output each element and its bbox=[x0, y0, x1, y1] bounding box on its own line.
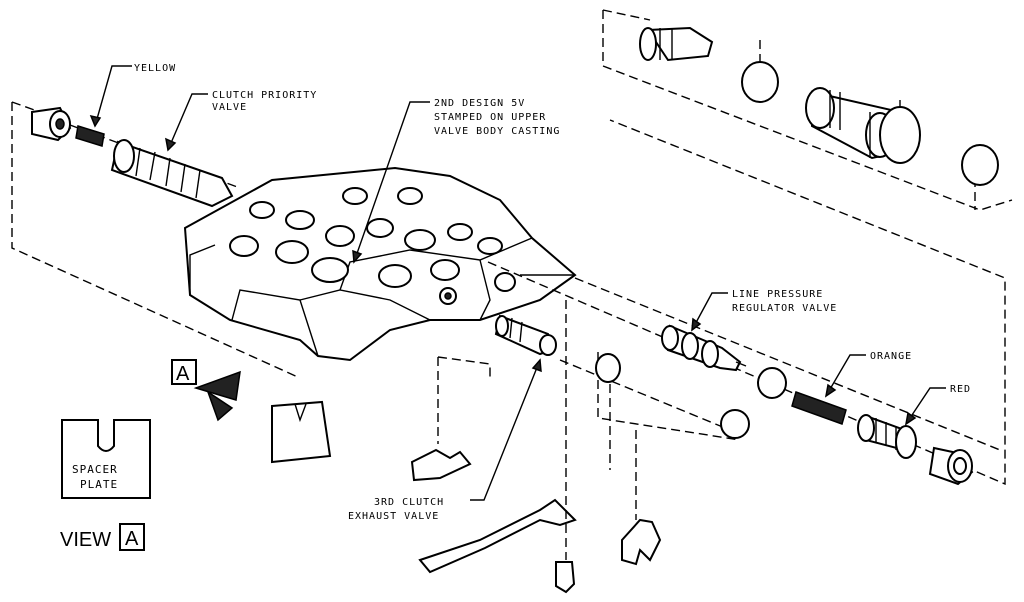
view-label: VIEW bbox=[60, 529, 111, 551]
check-ball-plug bbox=[555, 561, 576, 594]
right-end-plug bbox=[928, 446, 974, 486]
label-clutch-priority-2: VALVE bbox=[212, 102, 247, 113]
retainer-clip-2 bbox=[621, 518, 662, 566]
yellow-spring bbox=[75, 125, 105, 147]
label-design-3: VALVE BODY CASTING bbox=[434, 126, 560, 137]
line-pressure-regulator-valve bbox=[661, 324, 747, 372]
orange-spring bbox=[791, 391, 847, 425]
upper-valve-body-casting bbox=[183, 166, 577, 362]
exhaust-valve-ring bbox=[720, 409, 750, 439]
label-line-pressure-2: REGULATOR VALVE bbox=[732, 303, 837, 314]
upper-ring-1 bbox=[741, 61, 779, 103]
view-a-spacer-cutout bbox=[271, 400, 332, 464]
arrow-view-letter: A bbox=[176, 363, 190, 385]
clutch-priority-valve-parts bbox=[31, 106, 234, 208]
label-line-pressure-1: LINE PRESSURE bbox=[732, 289, 823, 300]
callout-second-design: 2ND DESIGN 5V STAMPED ON UPPER VALVE BOD… bbox=[352, 98, 560, 264]
red-spring bbox=[857, 414, 917, 459]
third-clutch-exhaust-valve bbox=[494, 314, 557, 356]
spacer-label-line1: SPACER bbox=[72, 463, 118, 476]
retainer-clip-1 bbox=[410, 448, 472, 482]
label-design-2: STAMPED ON UPPER bbox=[434, 112, 546, 123]
view-a-caption: VIEW A bbox=[60, 523, 145, 551]
callout-yellow: YELLOW bbox=[89, 63, 176, 128]
view-a-arrow: A bbox=[171, 359, 241, 422]
view-letter: A bbox=[125, 528, 139, 550]
label-design-1: 2ND DESIGN 5V bbox=[434, 98, 525, 109]
label-orange: ORANGE bbox=[870, 351, 912, 362]
callout-third-clutch: 3RD CLUTCH EXHAUST VALVE bbox=[348, 358, 542, 522]
upper-valve-spool bbox=[805, 87, 921, 164]
regulator-ring bbox=[757, 367, 787, 399]
clutch-priority-valve bbox=[110, 139, 234, 208]
spacer-plate-diagram: SPACER PLATE bbox=[61, 419, 151, 499]
label-clutch-priority-1: CLUTCH PRIORITY bbox=[212, 90, 317, 101]
callout-orange: ORANGE bbox=[824, 351, 912, 398]
upper-right-valve-assembly bbox=[602, 9, 1013, 211]
upper-retaining-ring bbox=[961, 144, 999, 186]
callout-clutch-priority: CLUTCH PRIORITY VALVE bbox=[165, 90, 317, 152]
spacer-label-line2: PLATE bbox=[80, 478, 118, 491]
bracket-lever bbox=[418, 498, 577, 574]
label-third-clutch-1: 3RD CLUTCH bbox=[374, 497, 444, 508]
left-plug bbox=[31, 106, 72, 142]
exhaust-valve-bore-plug bbox=[595, 353, 621, 383]
callout-line-pressure: LINE PRESSURE REGULATOR VALVE bbox=[691, 289, 837, 332]
callout-red: RED bbox=[904, 384, 971, 426]
label-third-clutch-2: EXHAUST VALVE bbox=[348, 511, 439, 522]
label-red: RED bbox=[950, 384, 971, 395]
upper-plug bbox=[639, 26, 714, 62]
label-yellow: YELLOW bbox=[134, 63, 176, 74]
